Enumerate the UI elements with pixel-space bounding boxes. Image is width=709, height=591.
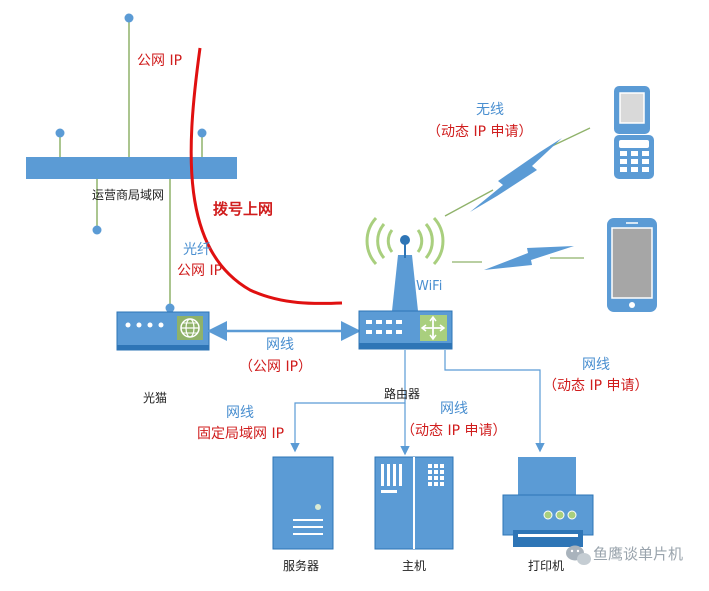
isp-lan-label: 运营商局域网: [92, 188, 165, 202]
lan-cables: [290, 350, 545, 456]
flip-phone-icon: [614, 86, 654, 179]
wireless-label: 无线: [476, 102, 504, 118]
cable-server-label: 网线: [226, 405, 254, 421]
cable-host-ip-label: （动态 IP 申请）: [401, 423, 507, 439]
wechat-logo-icon: [566, 545, 591, 565]
router-label: 路由器: [384, 387, 421, 401]
cable-printer-ip-label: （动态 IP 申请）: [543, 378, 649, 394]
cable-modem-router-label: 网线: [266, 337, 294, 353]
lightning-wireless-icon: [444, 127, 591, 270]
fiber-label: 光纤: [183, 242, 211, 258]
server-label: 服务器: [283, 559, 320, 573]
globe-icon: [177, 316, 203, 340]
wireless-dynamic-ip-label: （动态 IP 申请）: [427, 124, 533, 140]
cable-host-label: 网线: [440, 401, 468, 417]
host-device: [374, 456, 454, 550]
router-switch-icon: [420, 315, 447, 341]
optical-modem-device: [116, 311, 210, 351]
cable-printer-label: 网线: [582, 357, 610, 373]
public-ip-top-label: 公网 IP: [137, 53, 183, 69]
dialup-path: [189, 47, 343, 305]
watermark-text: 鱼鹰谈单片机: [593, 545, 684, 563]
optical-modem-label: 光猫: [143, 391, 168, 405]
cable-server-ip-label: 固定局域网 IP: [197, 426, 285, 442]
router-device: [358, 310, 453, 350]
wifi-label: WiFi: [416, 279, 443, 294]
cable-modem-router-ip-label: （公网 IP）: [239, 359, 313, 375]
smartphone-icon: [607, 218, 657, 312]
isp-network: [26, 13, 237, 313]
fiber-public-ip-label: 公网 IP: [177, 263, 223, 279]
printer-device: [502, 457, 594, 547]
server-device: [272, 456, 334, 550]
dialup-label: 拨号上网: [213, 200, 274, 218]
host-label: 主机: [402, 559, 427, 573]
printer-label: 打印机: [528, 559, 565, 573]
isp-lan-bar: [26, 157, 237, 179]
wifi-antenna-icon: [365, 216, 445, 311]
